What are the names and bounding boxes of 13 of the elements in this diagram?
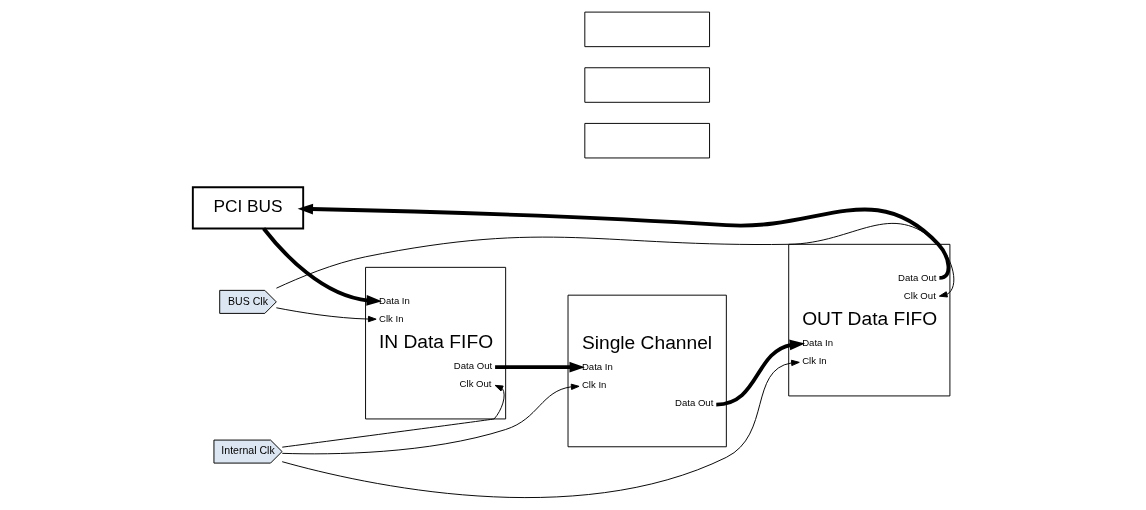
arrow bbox=[275, 222, 954, 298]
arrow bbox=[297, 203, 950, 280]
arrow bbox=[715, 339, 805, 407]
arrow bbox=[275, 307, 377, 323]
arrow bbox=[281, 383, 580, 455]
arrow bbox=[281, 384, 505, 448]
node-box bbox=[583, 67, 710, 103]
arrow bbox=[494, 361, 585, 373]
arrow bbox=[281, 359, 800, 499]
arrow bbox=[261, 227, 382, 306]
node-box bbox=[583, 11, 710, 48]
node-box: PCI BUS bbox=[191, 186, 304, 230]
node-box bbox=[583, 122, 710, 159]
